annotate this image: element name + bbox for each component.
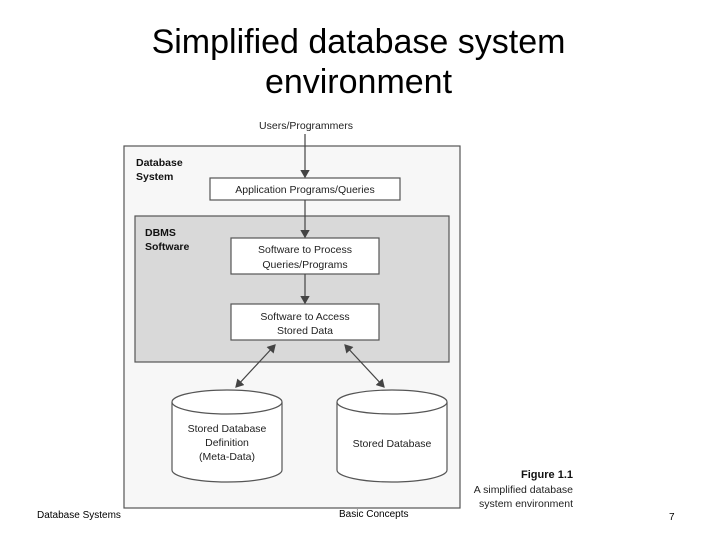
meta-db-label-line3: (Meta-Data) — [199, 451, 255, 463]
access-software-box — [230, 303, 380, 341]
process-software-label-line1: Software to Process — [258, 244, 352, 256]
meta-data-cylinder — [171, 389, 283, 483]
application-programs-label: Application Programs/Queries — [235, 184, 374, 196]
access-to-stored-arrow — [344, 344, 385, 388]
page-number: 7 — [669, 512, 675, 523]
dbms-label-line1: DBMS — [145, 227, 176, 239]
database-system-label-line2: System — [136, 171, 173, 183]
process-software-label-line2: Queries/Programs — [262, 259, 347, 271]
meta-db-label-line1: Stored Database — [188, 423, 267, 435]
stored-db-label: Stored Database — [353, 438, 432, 450]
users-programmers-label: Users/Programmers — [259, 120, 353, 132]
stored-database-cylinder — [336, 389, 448, 483]
figure-caption-line2: system environment — [479, 498, 573, 510]
access-software-label-line1: Software to Access — [260, 311, 349, 323]
footer-center-text: Basic Concepts — [339, 509, 409, 520]
access-software-label-line2: Stored Data — [277, 325, 333, 337]
figure-caption-title: Figure 1.1 — [521, 469, 573, 481]
meta-db-label-line2: Definition — [205, 437, 249, 449]
dbms-label-line2: Software — [145, 241, 190, 253]
access-to-meta-arrow — [235, 344, 276, 388]
title-line-1: Simplified database system — [151, 23, 566, 61]
title-line-2: environment — [264, 63, 453, 101]
footer-left-text: Database Systems — [37, 510, 121, 521]
database-system-label-line1: Database — [136, 157, 183, 169]
slide-title: Simplified database system environment — [0, 22, 717, 102]
figure-caption-line1: A simplified database — [474, 484, 573, 496]
